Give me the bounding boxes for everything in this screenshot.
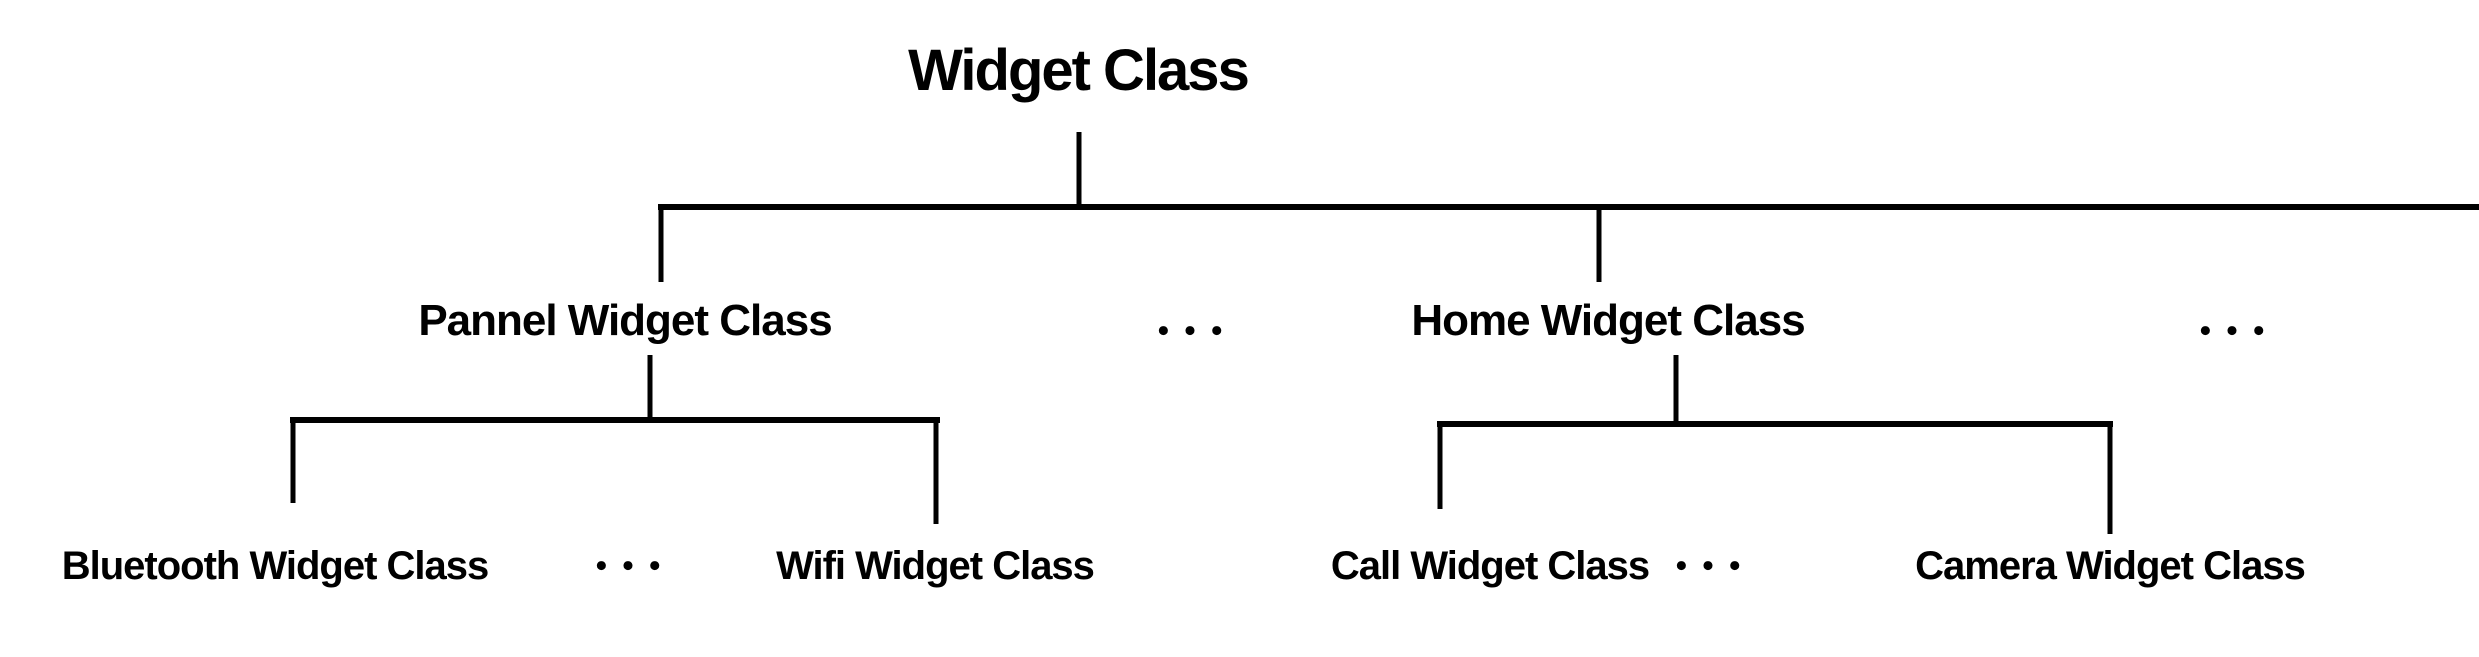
ellipsis-home-children: ●●● — [1674, 553, 1756, 577]
connector-bus-to-call — [1437, 421, 1443, 509]
connector-bus-to-home — [1596, 204, 1602, 282]
connector-level1-bus — [658, 204, 2479, 210]
ellipsis-level1-left: ●●● — [1156, 318, 1238, 342]
node-widget-class: Widget Class — [908, 38, 1250, 103]
node-wifi-widget-class: Wifi Widget Class — [776, 544, 1095, 588]
node-bluetooth-widget-class: Bluetooth Widget Class — [61, 544, 490, 588]
connector-pannel-children-bus — [290, 417, 940, 423]
connector-bus-to-camera — [2107, 421, 2113, 534]
connector-home-drop — [1673, 355, 1679, 426]
connector-bus-to-pannel — [658, 204, 664, 282]
connector-bus-to-wifi — [933, 417, 939, 524]
connector-home-children-bus — [1437, 421, 2113, 427]
ellipsis-level1-right: ●●● — [2198, 318, 2280, 342]
node-pannel-widget-class: Pannel Widget Class — [418, 296, 832, 345]
node-call-widget-class: Call Widget Class — [1330, 544, 1650, 588]
node-home-widget-class: Home Widget Class — [1411, 296, 1805, 345]
connector-pannel-drop — [647, 355, 653, 423]
connector-root-drop — [1076, 132, 1082, 210]
ellipsis-pannel-children: ●●● — [594, 553, 676, 577]
node-camera-widget-class: Camera Widget Class — [1915, 544, 2306, 588]
connector-bus-to-bluetooth — [290, 417, 296, 503]
